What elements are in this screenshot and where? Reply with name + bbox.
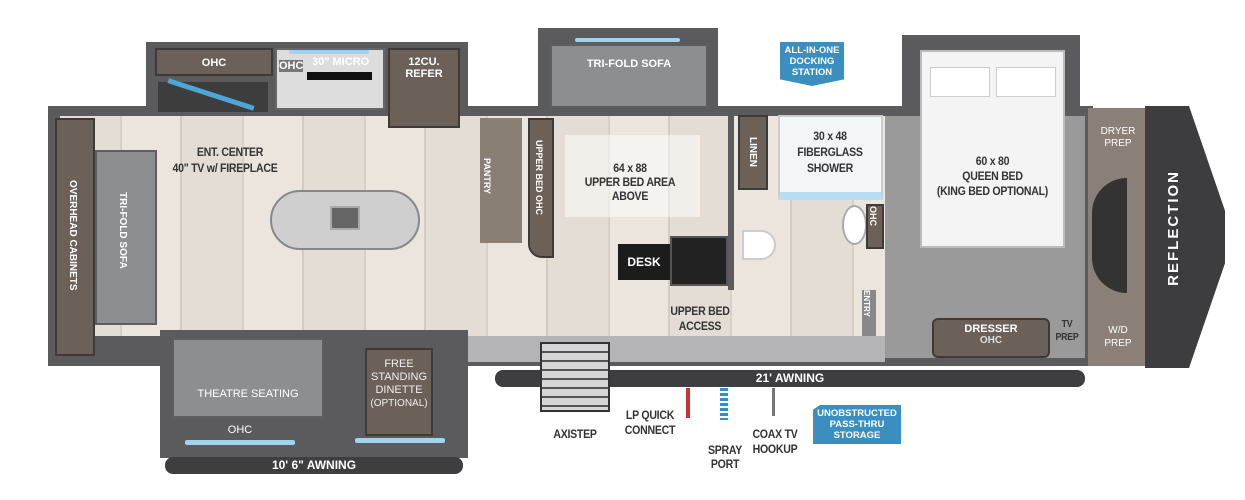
desk-shelf [670,236,728,286]
upper-bed-ohc: UPPER BED OHC [528,118,554,258]
upper-bed-size: 64 x 88 [613,161,647,175]
pantry: PANTRY [480,118,522,243]
micro-range: OHC 30" MICRO [275,48,385,110]
shower-type: FIBERGLASS [797,145,863,159]
lp-line [686,388,690,418]
coax-label-2: HOOKUP [752,442,798,456]
micro-label: 30" MICRO [312,56,370,68]
tv-fireplace [158,78,268,112]
shower [778,115,883,200]
ent-center-label: ENT. CENTER [196,145,264,159]
upper-bed-area [565,135,700,217]
wd-prep-label: W/D [1108,325,1128,336]
dryer-prep-label-2: PREP [1104,138,1132,149]
ohc-theatre: OHC [227,424,253,436]
upper-bed-access-label: UPPER BED [670,304,730,318]
mid-trifold-sofa[interactable]: TRI-FOLD SOFA [550,44,708,108]
refrigerator: 12CU. REFER [388,48,460,128]
shower-size: 30 x 48 [813,129,847,143]
ohc-kitchen: OHC [155,48,273,76]
coax-line [772,388,775,416]
bed-size: 60 x 80 [975,154,1010,168]
upper-bed-area-label: UPPER BED AREA [584,175,676,189]
theatre-seating[interactable]: THEATRE SEATING [172,338,324,418]
sink-icon [330,206,360,230]
bath-wall [728,110,734,290]
axistep[interactable] [540,342,610,412]
tv-prep-label-2: PREP [1055,332,1079,343]
bath-sink [842,205,867,245]
spray-port-label: SPRAY [707,443,743,457]
entry-door[interactable]: ENTRY [862,290,876,336]
ohc-bath: OHC [866,204,884,249]
tv-prep-label: TV [1061,319,1073,330]
ohc-micro-label: OHC [279,60,304,72]
lp-label: LP QUICK [625,408,675,422]
wd-prep-label-2: PREP [1104,338,1132,349]
queen-bed[interactable] [920,50,1065,248]
brand-logo: REFLECTION [1165,170,1182,286]
queen-bed-label: QUEEN BED [962,169,1023,183]
king-optional-label: (KING BED OPTIONAL) [936,184,1049,198]
awning-10-6: 10' 6" AWNING [165,457,463,474]
linen: LINEN [738,115,768,190]
access-label: ACCESS [678,319,722,333]
coax-label: COAX TV [752,427,798,441]
above-label: ABOVE [611,189,649,203]
awning-21: 21' AWNING [495,370,1085,387]
toilet-icon [742,230,776,260]
kitchen-island [270,190,420,250]
spray-port-label-2: PORT [710,457,740,471]
axistep-label: AXISTEP [553,427,597,441]
desk: DESK [618,244,670,280]
lp-label-2: CONNECT [624,423,676,437]
spray-hose-icon [720,388,728,420]
rear-trifold-sofa[interactable]: TRI-FOLD SOFA [95,150,157,325]
tv-fireplace-label: 40" TV w/ FIREPLACE [172,161,278,175]
wardrobe [1092,178,1127,293]
overhead-cabinets: OVERHEAD CABINETS [55,118,95,356]
dryer-prep-label: DRYER [1100,126,1136,137]
ohc-dresser-label: OHC [979,335,1003,346]
shower-label: SHOWER [807,161,853,175]
front-cap [1145,106,1225,368]
